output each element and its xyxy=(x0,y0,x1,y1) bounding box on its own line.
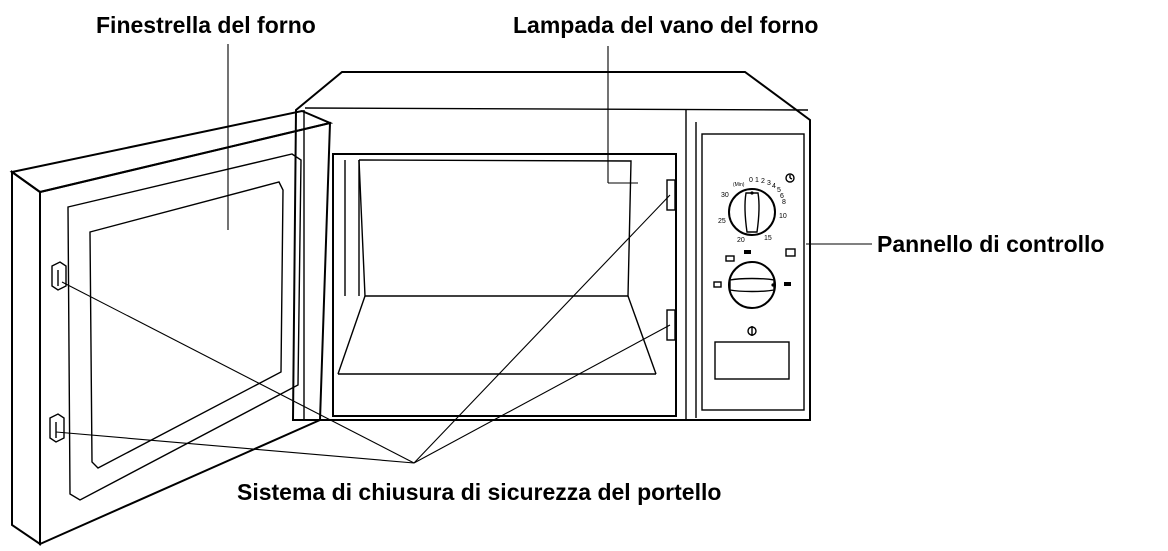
oven-door xyxy=(9,109,334,546)
lock-slot-upper xyxy=(666,179,676,211)
power-max-icon xyxy=(784,282,791,286)
label-oven-lamp: Lampada del vano del forno xyxy=(513,12,818,38)
svg-text:6: 6 xyxy=(780,193,784,200)
power-min-icon xyxy=(713,281,722,288)
defrost-icon xyxy=(725,255,735,262)
power-dial[interactable] xyxy=(713,248,796,309)
svg-text:15: 15 xyxy=(764,235,772,242)
microwave-cabinet xyxy=(291,71,811,421)
label-safety-lock: Sistema di chiusura di sicurezza del por… xyxy=(237,479,721,505)
oven-lamp xyxy=(607,46,638,184)
leader-lines xyxy=(55,44,872,464)
timer-unit: (Min) xyxy=(733,182,745,188)
svg-text:1: 1 xyxy=(755,177,759,184)
svg-text:4: 4 xyxy=(772,183,776,190)
svg-text:5: 5 xyxy=(777,187,781,194)
start-icon xyxy=(747,326,757,336)
door-hook-lower xyxy=(49,413,65,443)
svg-text:10: 10 xyxy=(779,213,787,220)
timer-dial[interactable]: (Min) 0 1 2 3 4 5 6 8 10 15 20 25 30 xyxy=(718,173,795,244)
svg-text:30: 30 xyxy=(721,192,729,199)
power-mid-icon xyxy=(744,250,751,254)
control-panel xyxy=(701,133,805,411)
display-window xyxy=(714,341,790,380)
oven-cavity xyxy=(332,153,677,417)
label-oven-window: Finestrella del forno xyxy=(96,12,316,38)
svg-text:20: 20 xyxy=(737,237,745,244)
svg-text:8: 8 xyxy=(782,199,786,206)
lock-slot-lower xyxy=(666,309,676,341)
label-control-panel: Pannello di controllo xyxy=(877,231,1104,257)
svg-text:3: 3 xyxy=(767,180,771,187)
svg-text:2: 2 xyxy=(761,178,765,185)
door-hook-upper xyxy=(51,261,67,291)
clock-icon xyxy=(785,173,795,183)
microwave-icon xyxy=(785,248,796,257)
svg-text:0: 0 xyxy=(749,177,753,184)
svg-text:25: 25 xyxy=(718,218,726,225)
